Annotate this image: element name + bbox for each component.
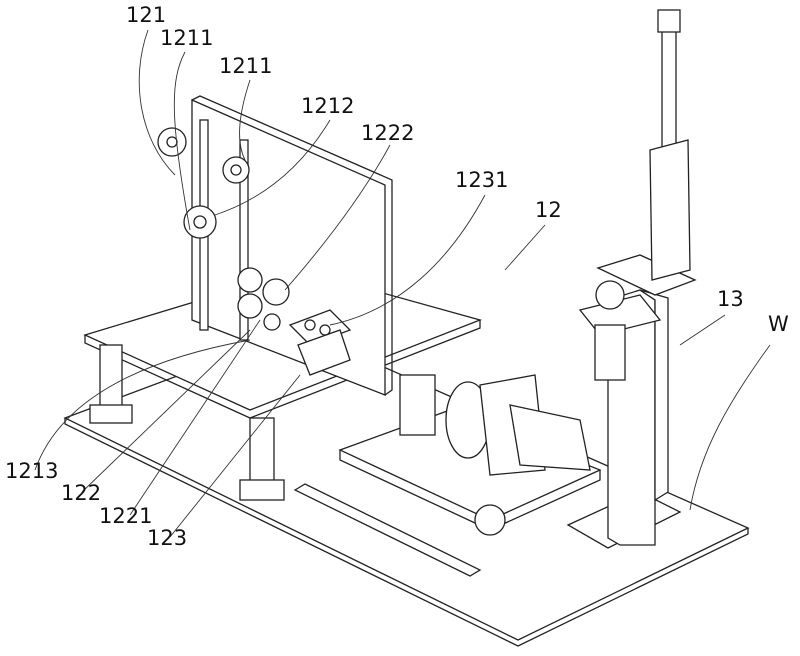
clamp-block <box>288 309 352 376</box>
label-121: 121 <box>126 3 167 27</box>
label-1212: 1212 <box>301 94 355 118</box>
cylinder <box>649 9 691 281</box>
label-123: 123 <box>147 526 188 550</box>
label-1231: 1231 <box>455 168 509 192</box>
label-122: 122 <box>61 481 102 505</box>
label-1222: 1222 <box>361 121 415 145</box>
label-1211-a: 1211 <box>160 26 214 50</box>
leader-lines <box>34 29 771 538</box>
label-1213: 1213 <box>5 459 59 483</box>
column-13 <box>566 9 697 549</box>
label-13: 13 <box>717 287 744 311</box>
pulleys <box>157 127 290 331</box>
label-1221: 1221 <box>99 504 153 528</box>
label-W: W <box>768 312 789 336</box>
lower-carriage <box>293 374 602 577</box>
label-12: 12 <box>535 198 562 222</box>
label-1211-b: 1211 <box>219 54 273 78</box>
